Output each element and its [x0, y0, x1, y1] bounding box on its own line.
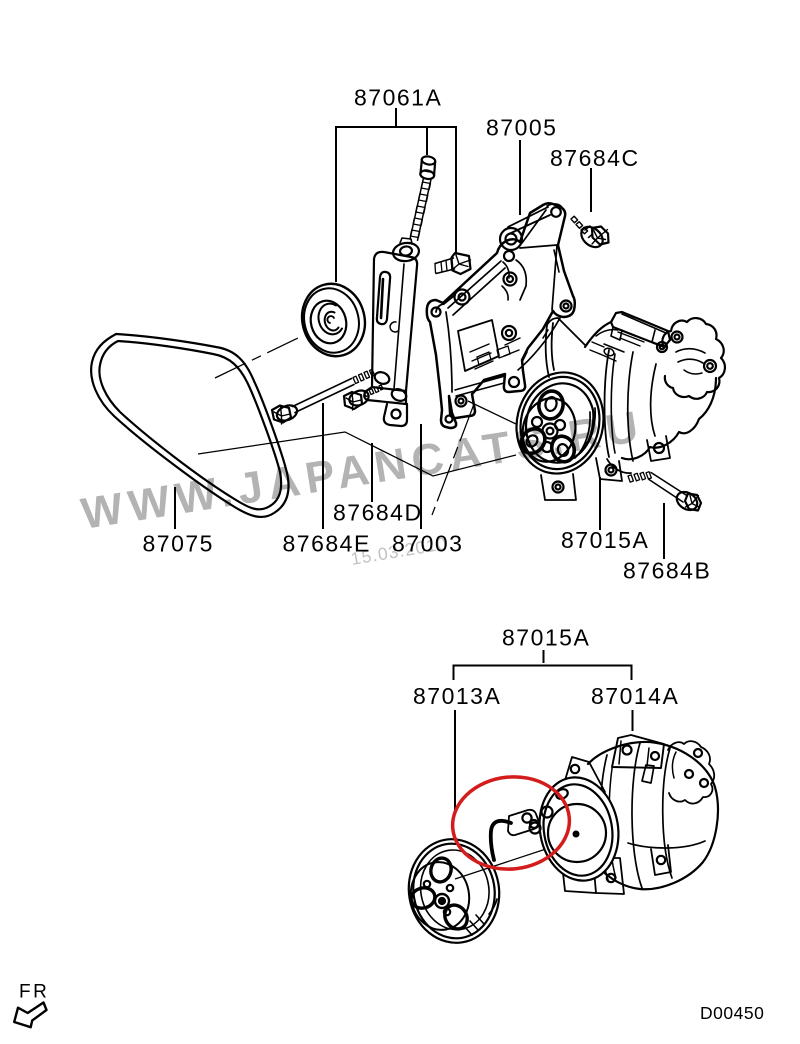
svg-text:87684E: 87684E	[283, 531, 371, 557]
svg-text:87013A: 87013A	[413, 683, 501, 709]
svg-text:87014A: 87014A	[591, 683, 679, 709]
svg-text:87684B: 87684B	[623, 558, 711, 584]
svg-text:87003: 87003	[392, 531, 463, 557]
svg-text:87005: 87005	[486, 115, 557, 141]
svg-text:87075: 87075	[143, 531, 214, 557]
svg-text:87684D: 87684D	[333, 500, 423, 526]
svg-text:FR: FR	[19, 982, 49, 1003]
svg-text:87015A: 87015A	[502, 625, 590, 651]
svg-text:87061A: 87061A	[354, 85, 442, 111]
svg-text:D00450: D00450	[700, 1003, 764, 1023]
svg-text:87684C: 87684C	[550, 145, 640, 171]
svg-text:87015A: 87015A	[561, 527, 649, 553]
